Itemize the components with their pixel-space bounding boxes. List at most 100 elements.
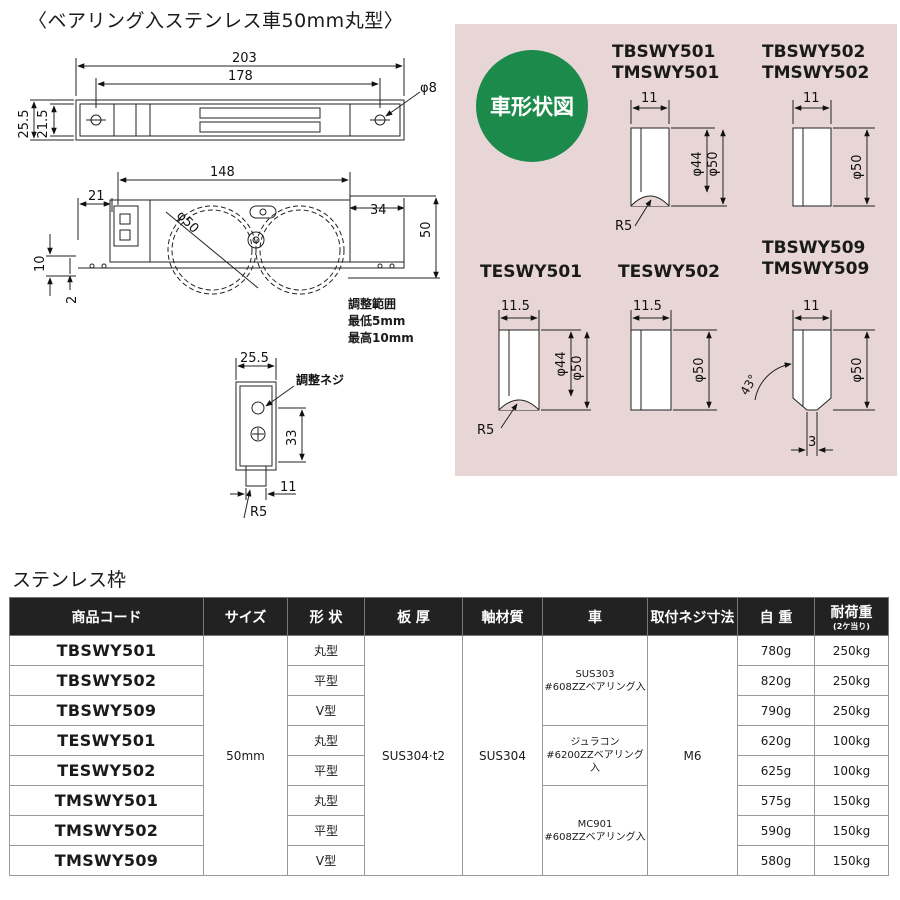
header-size: サイズ	[203, 597, 288, 636]
section-title: ステンレス枠	[12, 569, 127, 591]
dim-radius: R5	[615, 219, 632, 234]
dim-outer: φ50	[706, 151, 721, 176]
cell-shape: V型	[287, 695, 365, 726]
dim-height: 50	[419, 221, 434, 238]
cell-code: TBSWY501	[9, 635, 204, 666]
cell-shape: 平型	[287, 815, 365, 846]
header-shape: 形 状	[287, 597, 365, 636]
header-load-sub: (2ケ当り)	[833, 622, 870, 631]
cell-wheel: ジュラコン #6200ZZベアリング入	[542, 725, 648, 786]
adjust-note-line: 最高10mm	[348, 331, 414, 345]
cell-load: 150kg	[814, 845, 889, 876]
model-code: TMSWY501	[612, 63, 720, 83]
cell-code: TMSWY509	[9, 845, 204, 876]
dim-radius: R5	[477, 423, 494, 438]
adjust-note-line: 最低5mm	[348, 314, 406, 328]
cell-screw: M6	[647, 635, 738, 876]
cell-weight: 590g	[737, 815, 815, 846]
cell-code: TESWY502	[9, 755, 204, 786]
header-load-label: 耐荷重	[830, 605, 873, 621]
dim-end-width: 25.5	[240, 351, 269, 366]
dim-outer: φ50	[850, 357, 865, 382]
cell-shape: 丸型	[287, 785, 365, 816]
cell-load: 150kg	[814, 815, 889, 846]
cell-shape: 平型	[287, 665, 365, 696]
dim-outer: φ50	[850, 154, 865, 179]
adjust-note: 調整範囲 最低5mm 最高10mm	[348, 296, 414, 347]
dim-height-inner: 21.5	[36, 110, 51, 139]
model-code: TBSWY502	[762, 42, 866, 62]
cell-weight: 620g	[737, 725, 815, 756]
cell-wheel: MC901 #608ZZベアリング入	[542, 785, 648, 876]
dim-width: 11	[641, 91, 658, 106]
table-header-row: 商品コード サイズ 形 状 板 厚 軸材質 車 取付ネジ寸法 自 重 耐荷重 (…	[9, 597, 889, 636]
wheel-line: #608ZZベアリング入	[544, 831, 646, 843]
wheel-line: ジュラコン	[570, 737, 620, 748]
model-code: TMSWY502	[762, 63, 870, 83]
wheel-line: SUS303	[575, 668, 615, 680]
technical-drawing: 203 178 25.5 21.5 φ8 148	[17, 51, 440, 520]
cell-load: 250kg	[814, 665, 889, 696]
wheel-line: MC901	[577, 818, 613, 830]
cell-wheel: SUS303 #608ZZベアリング入	[542, 635, 648, 726]
table-row: TBSWY502 平型 820g 250kg	[9, 665, 889, 696]
cell-shaft: SUS304	[462, 635, 543, 876]
dim-2: 2	[65, 296, 80, 304]
dim-r5-end: R5	[250, 505, 267, 520]
dim-wheel-pitch: 148	[210, 165, 235, 180]
cell-weight: 780g	[737, 635, 815, 666]
model-label: TBSWY509 TMSWY509	[762, 238, 869, 280]
dim-wheel: φ50	[173, 208, 201, 236]
screw-label: 調整ネジ	[296, 372, 344, 387]
model-label: TESWY501	[480, 262, 582, 283]
side-view	[46, 172, 440, 296]
cell-weight: 580g	[737, 845, 815, 876]
model-label: TBSWY502 TMSWY502	[762, 42, 869, 84]
dim-bottom: 3	[808, 435, 816, 450]
wheel-line: #608ZZベアリング入	[544, 681, 646, 693]
spec-table: 商品コード サイズ 形 状 板 厚 軸材質 車 取付ネジ寸法 自 重 耐荷重 (…	[9, 597, 889, 876]
dim-width: 11	[803, 91, 820, 106]
page-title: 〈ベアリング入ステンレス車50mm丸型〉	[28, 10, 404, 32]
model-code: TBSWY501	[612, 42, 716, 62]
wheel-profiles: 11 φ44 φ50 R5 11 φ50 11.5 φ44 φ50 R5 11.…	[477, 91, 875, 456]
dim-outer: φ50	[570, 355, 585, 380]
model-code: TESWY501	[480, 262, 582, 282]
dim-height-outer: 25.5	[17, 110, 32, 139]
model-code: TESWY502	[618, 262, 720, 282]
header-code: 商品コード	[9, 597, 204, 636]
cell-code: TMSWY501	[9, 785, 204, 816]
wheel-shape-badge: 車形状図	[476, 50, 588, 162]
table-row: TESWY501 丸型 ジュラコン #6200ZZベアリング入 620g 100…	[9, 725, 889, 786]
cell-code: TBSWY502	[9, 665, 204, 696]
header-thickness: 板 厚	[364, 597, 463, 636]
table-row: TBSWY501 50mm 丸型 SUS304·t2 SUS304 SUS303…	[9, 635, 889, 876]
table-row: TMSWY509 V型 580g 150kg	[9, 845, 889, 876]
cell-load: 250kg	[814, 695, 889, 726]
wheel-line: #6200ZZベアリング入	[546, 750, 644, 774]
cell-load: 100kg	[814, 725, 889, 756]
table-row: TMSWY502 平型 590g 150kg	[9, 815, 889, 846]
dim-right: 34	[370, 203, 387, 218]
model-code: TMSWY509	[762, 259, 870, 279]
adjust-note-line: 調整範囲	[348, 297, 397, 311]
dim-10: 10	[33, 255, 48, 272]
cell-code: TBSWY509	[9, 695, 204, 726]
dim-hole: φ8	[420, 81, 437, 96]
header-wheel: 車	[542, 597, 648, 636]
cell-shape: V型	[287, 845, 365, 876]
cell-code: TMSWY502	[9, 815, 204, 846]
end-view	[230, 358, 306, 519]
cell-shape: 平型	[287, 755, 365, 786]
dim-width: 11.5	[501, 299, 530, 314]
header-screw: 取付ネジ寸法	[647, 597, 738, 636]
header-load: 耐荷重 (2ケ当り)	[814, 597, 889, 636]
cell-size: 50mm	[203, 635, 288, 876]
model-code: TBSWY509	[762, 238, 866, 258]
table-row: TMSWY501 丸型 MC901 #608ZZベアリング入 575g 150k…	[9, 785, 889, 876]
cell-thickness: SUS304·t2	[364, 635, 463, 876]
cell-load: 250kg	[814, 635, 889, 666]
dim-33: 33	[285, 429, 300, 446]
cell-load: 100kg	[814, 755, 889, 786]
cell-load: 150kg	[814, 785, 889, 816]
